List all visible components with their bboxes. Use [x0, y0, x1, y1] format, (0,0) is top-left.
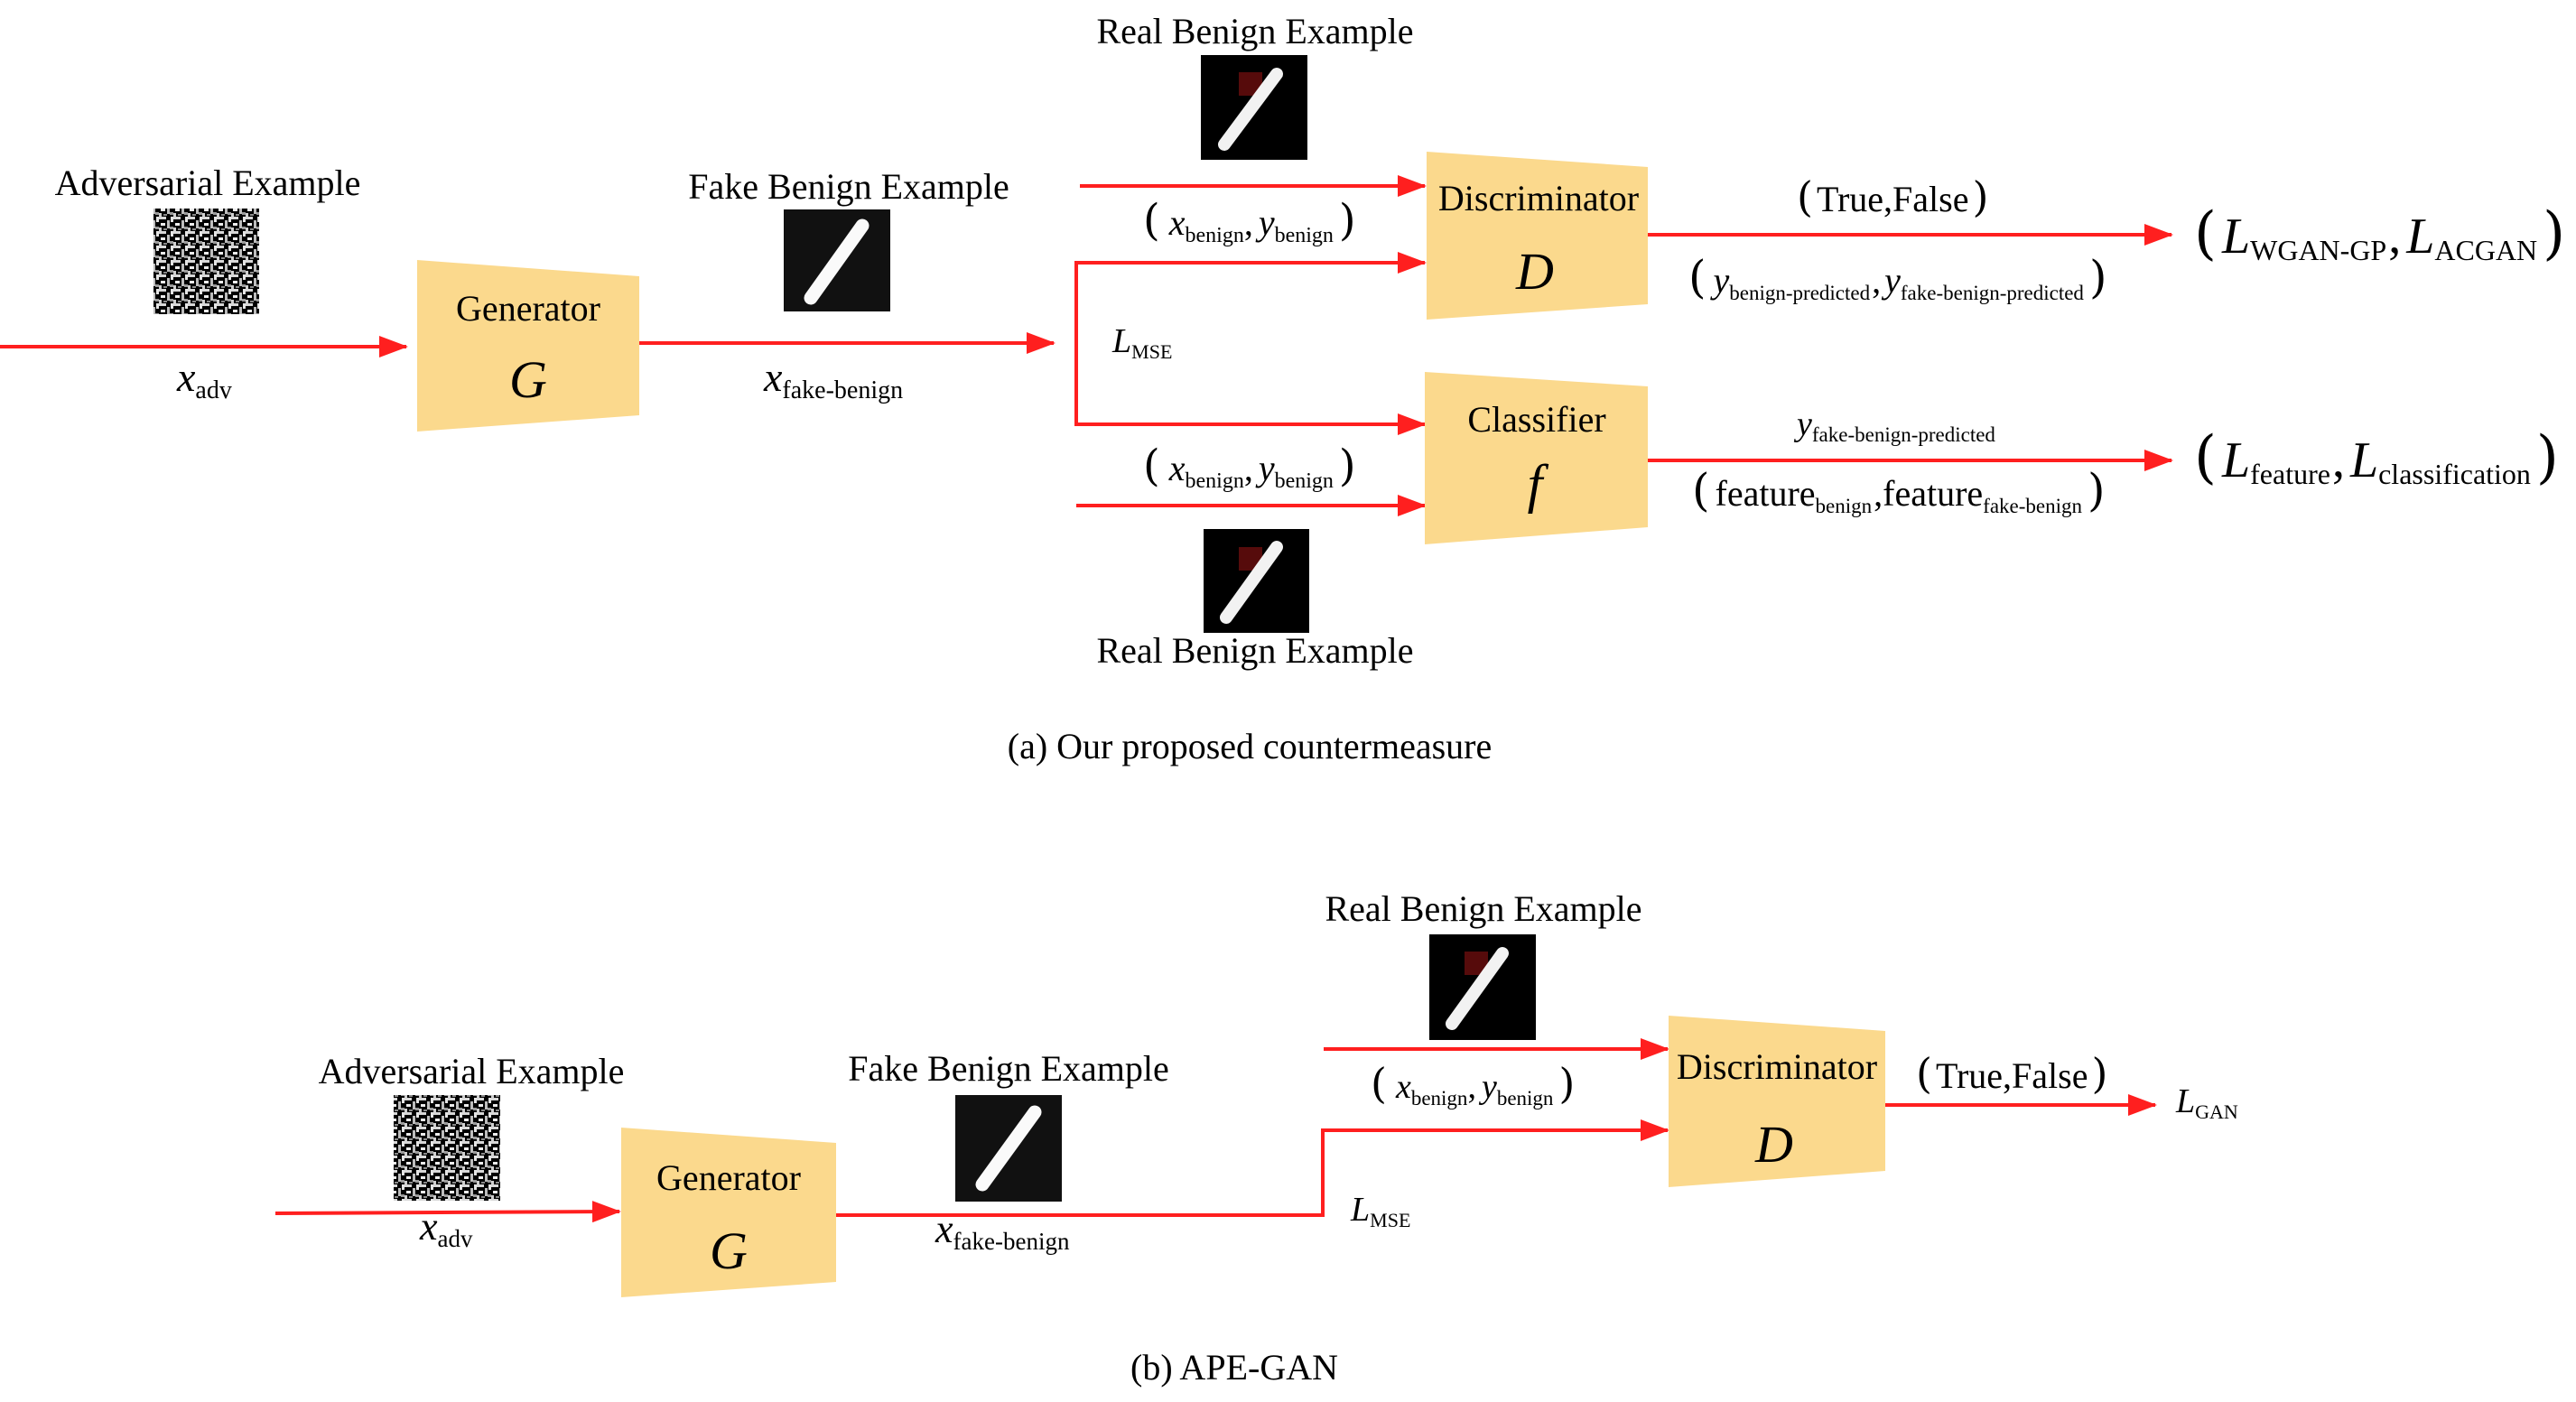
top-caption: (a) Our proposed countermeasure: [1008, 726, 1492, 766]
top-feature-pair: (featurebenign,featurefake-benign): [1692, 464, 2106, 517]
top-diagram: Adversarial Example xadv Generator G Fak…: [0, 11, 2565, 766]
bottom-adversarial-image: [394, 1095, 500, 1201]
top-pair-lower: (xbenign,ybenign): [1143, 441, 1356, 493]
top-arrow-split-f: [1074, 343, 1427, 435]
top-arrow-split-d: [1074, 252, 1427, 343]
bottom-real-benign-image: [1429, 934, 1536, 1040]
bottom-x-adv: xadv: [419, 1204, 473, 1252]
top-real-benign-label-upper: Real Benign Example: [1096, 11, 1413, 51]
top-real-benign-image-upper: [1201, 55, 1307, 160]
bottom-real-benign-label: Real Benign Example: [1325, 888, 1641, 929]
top-adversarial-label: Adversarial Example: [55, 162, 361, 203]
top-pred-pair: (ybenign-predicted,yfake-benign-predicte…: [1688, 251, 2106, 304]
bottom-caption: (b) APE-GAN: [1130, 1347, 1338, 1388]
bottom-discriminator-symbol: D: [1754, 1115, 1793, 1174]
top-discriminator-symbol: D: [1515, 242, 1554, 301]
top-real-benign-label-lower: Real Benign Example: [1096, 630, 1413, 671]
bottom-fake-benign-label: Fake Benign Example: [848, 1048, 1168, 1089]
bottom-l-mse: LMSE: [1350, 1191, 1410, 1231]
top-classifier-block: Classifier f: [1425, 372, 1648, 544]
bottom-generator-symbol: G: [710, 1221, 748, 1280]
bottom-discriminator-title: Discriminator: [1677, 1046, 1877, 1087]
top-generator-title: Generator: [456, 288, 600, 329]
top-true-false: (True,False): [1797, 172, 1988, 221]
top-discriminator-title: Discriminator: [1438, 178, 1639, 218]
bottom-arrow-input: [274, 1201, 621, 1223]
top-fake-benign-label: Fake Benign Example: [688, 166, 1009, 207]
bottom-true-false: (True,False): [1916, 1049, 2107, 1098]
top-y-fake-pred: yfake-benign-predicted: [1793, 405, 1995, 446]
bottom-fake-benign-image: [955, 1095, 1062, 1202]
bottom-pair: (xbenign,ybenign): [1371, 1059, 1575, 1110]
top-generator-block: Generator G: [417, 260, 639, 432]
bottom-generator-block: Generator G: [621, 1128, 836, 1297]
top-adversarial-image: [153, 209, 259, 314]
top-l-mse: LMSE: [1111, 322, 1172, 363]
top-fake-benign-image: [784, 209, 890, 311]
bottom-adversarial-label: Adversarial Example: [319, 1051, 625, 1091]
top-pair-upper: (xbenign,ybenign): [1143, 195, 1356, 247]
top-classifier-title: Classifier: [1467, 399, 1605, 440]
top-real-benign-image-lower: [1204, 529, 1309, 633]
top-output-d: (LWGAN-GP,LACGAN): [2194, 200, 2565, 267]
top-generator-symbol: G: [509, 350, 547, 409]
bottom-x-fake-benign: xfake-benign: [935, 1207, 1070, 1255]
top-x-adv: xadv: [176, 354, 232, 404]
bottom-l-gan: LGAN: [2175, 1082, 2238, 1123]
bottom-discriminator-block: Discriminator D: [1669, 1016, 1885, 1187]
top-output-f: (Lfeature,Lclassification): [2194, 424, 2559, 491]
top-discriminator-block: Discriminator D: [1427, 152, 1648, 320]
bottom-generator-title: Generator: [656, 1157, 801, 1198]
top-x-fake-benign: xfake-benign: [763, 354, 903, 404]
bottom-arrow-generator-out: [836, 1119, 1669, 1217]
bottom-diagram: Adversarial Example xadv Generator G Fak…: [274, 888, 2238, 1388]
